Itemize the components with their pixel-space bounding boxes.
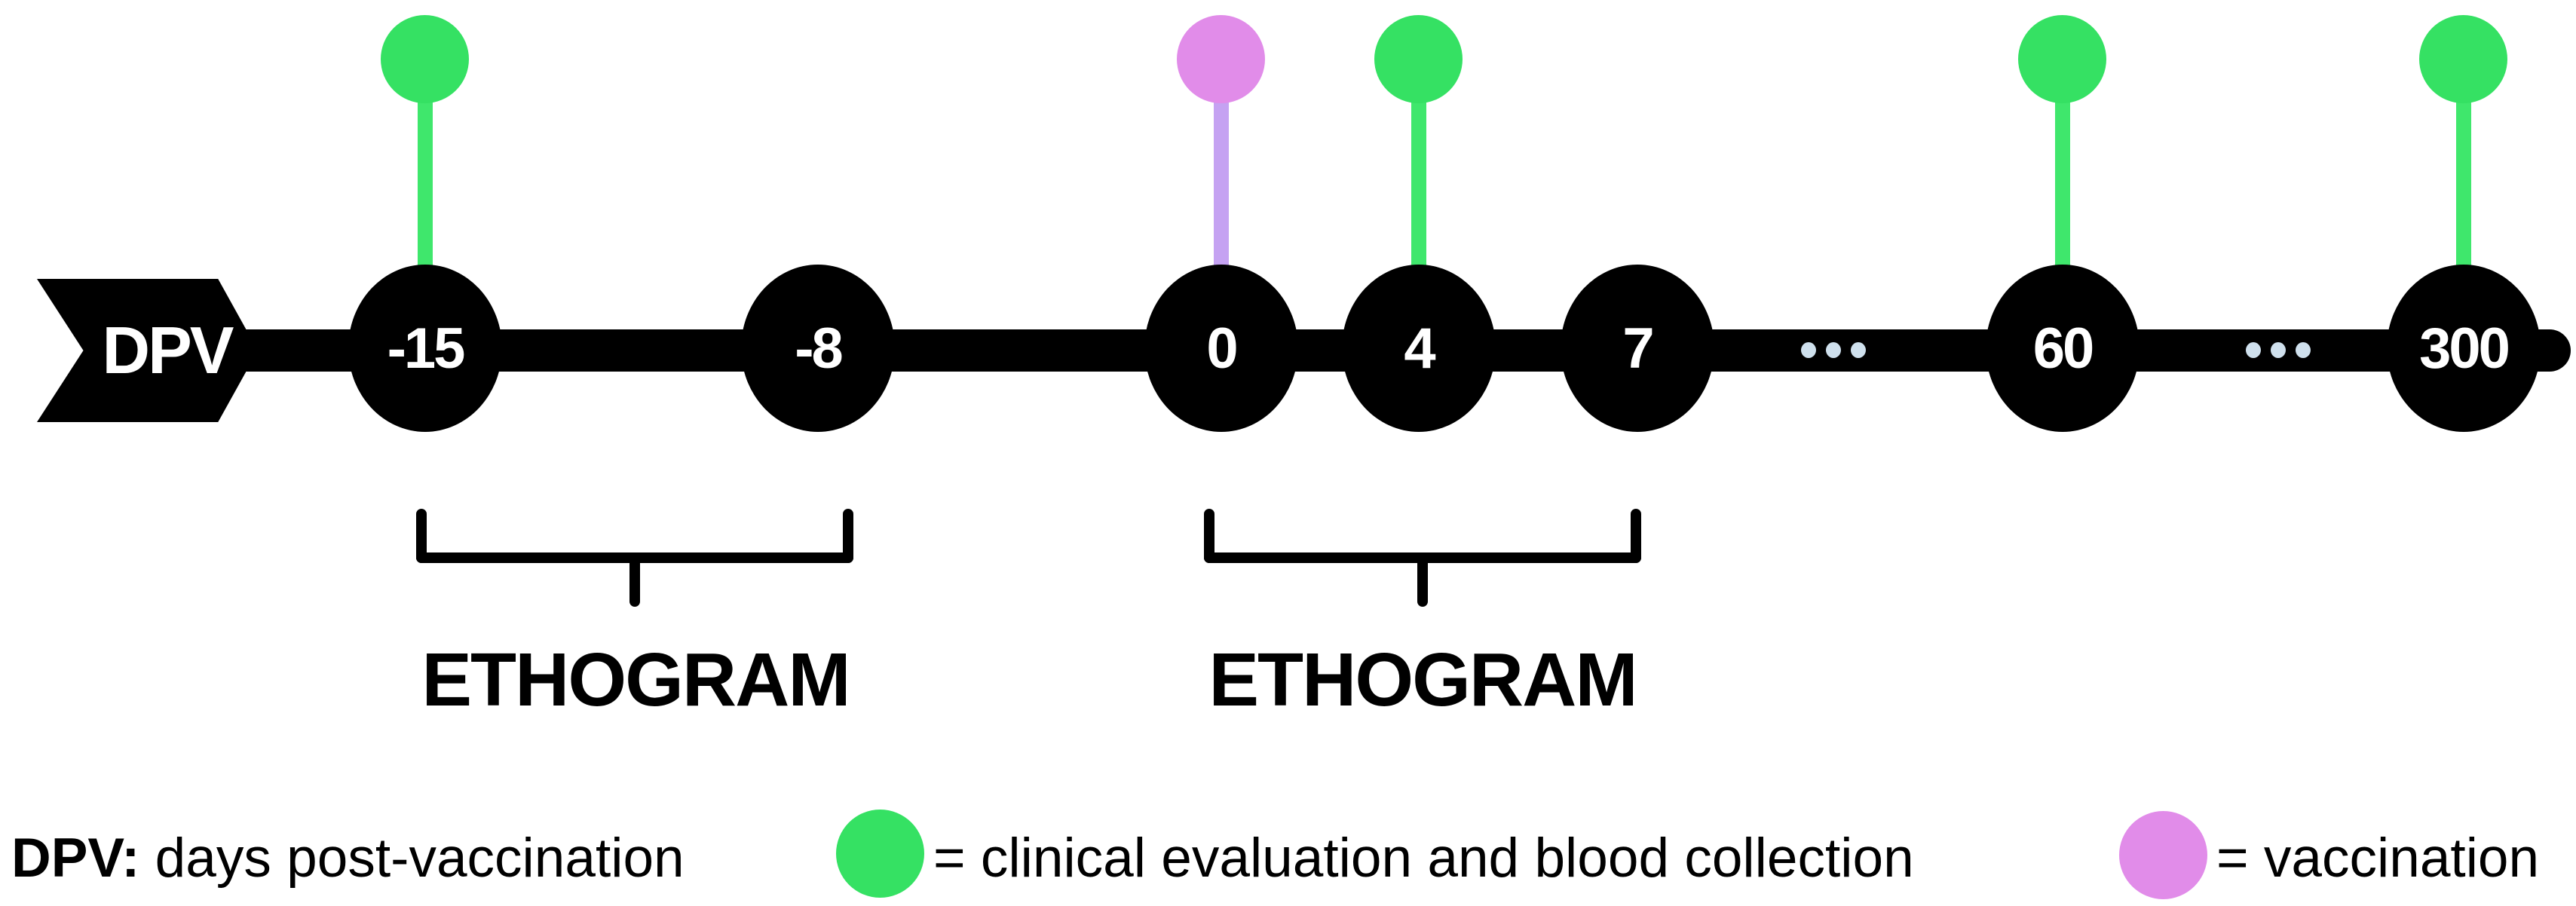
dpv-axis-label: DPV: [102, 313, 234, 387]
ellipsis-dots-icon: [2246, 342, 2311, 358]
clinical-marker-icon: [381, 15, 469, 103]
marker-stem: [2456, 94, 2471, 274]
marker-stem: [1411, 94, 1426, 274]
timepoint-label: 0: [1206, 316, 1238, 381]
legend-dpv-definition: days post-vaccination: [139, 828, 685, 889]
ellipsis-dots-icon: [1801, 342, 1866, 358]
bracket-right-tick: [1631, 509, 1641, 563]
timepoint-label: 300: [2419, 316, 2510, 381]
marker-stem: [2055, 94, 2070, 274]
legend-dpv-term: DPV:: [11, 828, 140, 889]
bracket-left-tick: [1204, 509, 1214, 563]
timepoint-label: -15: [387, 316, 466, 381]
marker-stem: [418, 94, 433, 274]
bracket-center-stem: [1417, 552, 1428, 607]
legend-clinical-text: = clinical evaluation and blood collecti…: [933, 828, 1914, 889]
vaccination-legend-icon: [2119, 811, 2207, 899]
timepoint-node: 0: [1144, 265, 1298, 432]
legend-dpv: DPV: days post-vaccination: [11, 827, 685, 889]
timepoint-node: -15: [348, 265, 502, 432]
bracket-right-tick: [843, 509, 853, 563]
timepoint-label: 60: [2032, 316, 2095, 381]
ethogram-bracket: [1204, 509, 1641, 611]
legend-vaccination-text: = vaccination: [2216, 828, 2540, 889]
bracket-center-stem: [629, 552, 640, 607]
ethogram-bracket: [416, 509, 853, 611]
timepoint-node: 7: [1561, 265, 1714, 432]
dpv-flag: DPV: [37, 279, 258, 422]
timepoint-node: 4: [1342, 265, 1496, 432]
ethogram-label: ETHOGRAM: [1208, 638, 1637, 722]
clinical-marker-icon: [1374, 15, 1463, 103]
bracket-left-tick: [416, 509, 427, 563]
clinical-marker-icon: [2018, 15, 2106, 103]
timepoint-label: -8: [795, 316, 844, 381]
timepoint-label: 7: [1622, 316, 1654, 381]
timepoint-node: 300: [2387, 265, 2541, 432]
clinical-marker-icon: [2419, 15, 2507, 103]
marker-stem: [1214, 94, 1229, 274]
ethogram-label: ETHOGRAM: [421, 638, 850, 722]
timepoint-node: -8: [741, 265, 895, 432]
timepoint-label: 4: [1404, 316, 1435, 381]
vaccination-marker-icon: [1177, 15, 1265, 103]
clinical-legend-icon: [836, 810, 924, 898]
timepoint-node: 60: [1986, 265, 2140, 432]
